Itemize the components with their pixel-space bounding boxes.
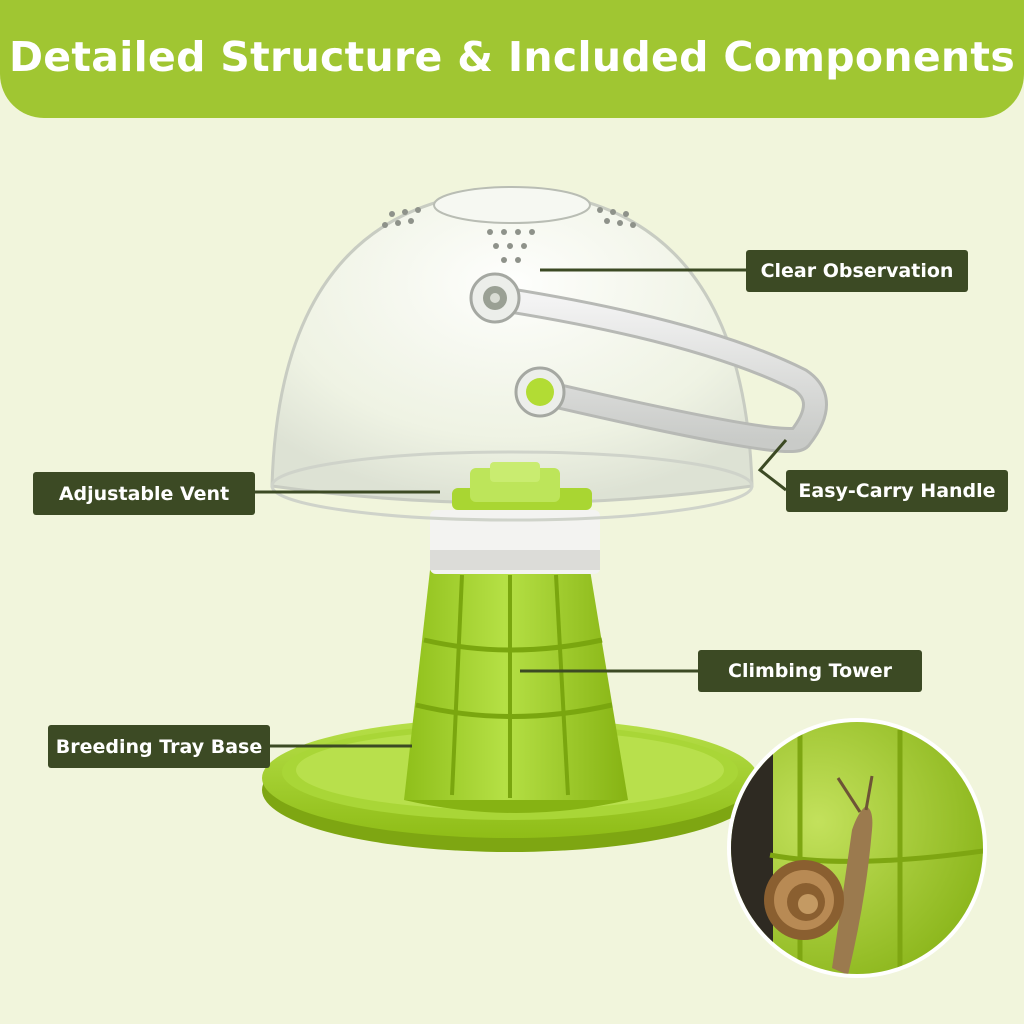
leader-lines xyxy=(255,268,788,748)
callout-clear-observation: Clear Observation xyxy=(746,250,968,292)
climbing-tower xyxy=(404,570,628,813)
page-title: Detailed Structure & Included Components xyxy=(8,33,1016,81)
callout-breeding-tray-base: Breeding Tray Base xyxy=(48,725,270,768)
carry-handle xyxy=(469,272,828,454)
tower-collar xyxy=(430,510,600,574)
callout-climbing-tower: Climbing Tower xyxy=(698,650,922,692)
snail-inset xyxy=(727,718,987,978)
title-banner: Detailed Structure & Included Components xyxy=(0,0,1024,118)
callout-adjustable-vent: Adjustable Vent xyxy=(33,472,255,515)
callout-easy-carry-handle: Easy-Carry Handle xyxy=(786,470,1008,512)
vent-knob xyxy=(452,462,592,510)
